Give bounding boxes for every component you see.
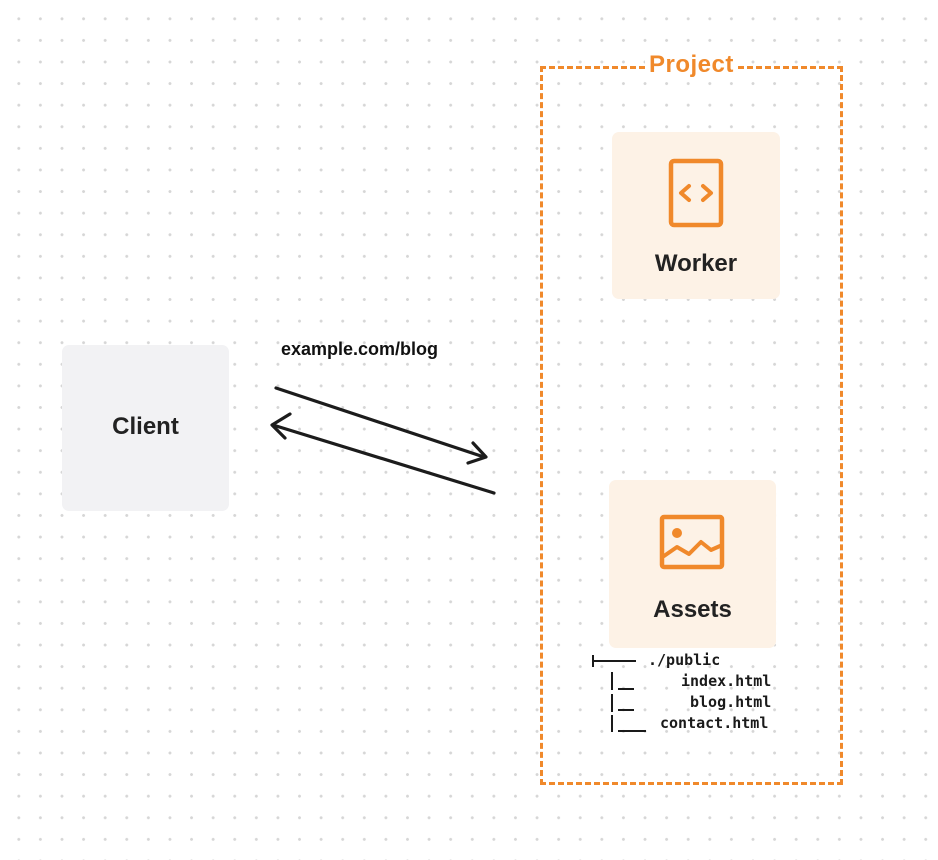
file-tree: ./public index.html blog.html contact.ht…	[590, 650, 790, 740]
response-arrow	[270, 412, 496, 495]
image-icon	[659, 514, 725, 570]
client-label: Client	[112, 413, 179, 440]
worker-node[interactable]: Worker	[612, 132, 780, 299]
tree-file-index: index.html	[681, 672, 772, 690]
tree-branches	[592, 655, 646, 732]
assets-label: Assets	[653, 596, 732, 623]
code-file-icon	[668, 158, 724, 228]
tree-file-contact: contact.html	[660, 714, 769, 732]
assets-node[interactable]: Assets	[609, 480, 776, 648]
worker-label: Worker	[654, 250, 738, 277]
request-url-label: example.com/blog	[281, 339, 439, 359]
request-arrow	[274, 386, 488, 465]
tree-root: ./public	[648, 651, 721, 669]
project-title: Project	[645, 50, 738, 80]
client-node[interactable]: Client	[62, 345, 229, 511]
tree-file-blog: blog.html	[690, 693, 772, 711]
